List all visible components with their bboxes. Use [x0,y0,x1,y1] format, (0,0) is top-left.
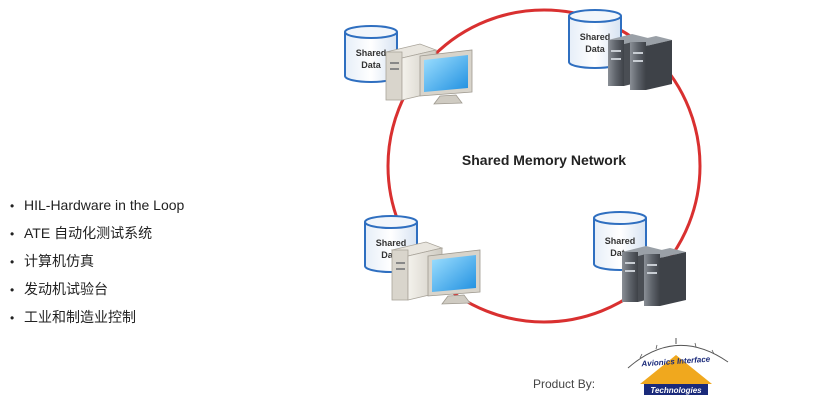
list-item: •工业和制造业控制 [10,309,136,325]
node-top-right: Shared Data [568,9,672,90]
svg-text:Data: Data [361,60,382,70]
svg-text:Shared: Shared [376,238,407,248]
svg-text:Data: Data [381,250,402,260]
product-by-label: Product By: [533,377,596,391]
desktop-computer-icon [384,43,473,105]
svg-text:Shared: Shared [605,236,636,246]
network-ring [386,8,702,324]
list-item-text: HIL-Hardware in the Loop [24,197,185,213]
node-top-left: Shared Data [344,25,473,105]
avionics-interface-logo: Avionics Interface Technologies [627,338,729,395]
svg-text:Shared: Shared [580,32,611,42]
node-bottom-left: Shared Data [364,215,481,305]
logo-arc [627,344,729,369]
list-item: •ATE 自动化测试系统 [10,225,153,241]
svg-text:Data: Data [610,248,631,258]
svg-text:Data: Data [585,44,606,54]
svg-text:Shared: Shared [356,48,387,58]
list-item: •发动机试验台 [10,281,108,297]
desktop-computer-icon [390,241,481,305]
list-item-text: ATE 自动化测试系统 [24,225,153,241]
list-item: •计算机仿真 [10,253,94,269]
server-icon [622,246,686,306]
list-item-text: 计算机仿真 [24,253,94,269]
application-list: •HIL-Hardware in the Loop •ATE 自动化测试系统 •… [10,192,184,332]
node-bottom-right: Shared Data [593,211,686,306]
list-item-text: 工业和制造业控制 [24,309,136,325]
list-item: •HIL-Hardware in the Loop [10,197,185,213]
center-label: Shared Memory Network [462,152,626,168]
logo-triangle [640,355,712,384]
server-icon [608,34,672,90]
list-item-text: 发动机试验台 [24,281,108,297]
svg-text:Technologies: Technologies [650,386,702,395]
